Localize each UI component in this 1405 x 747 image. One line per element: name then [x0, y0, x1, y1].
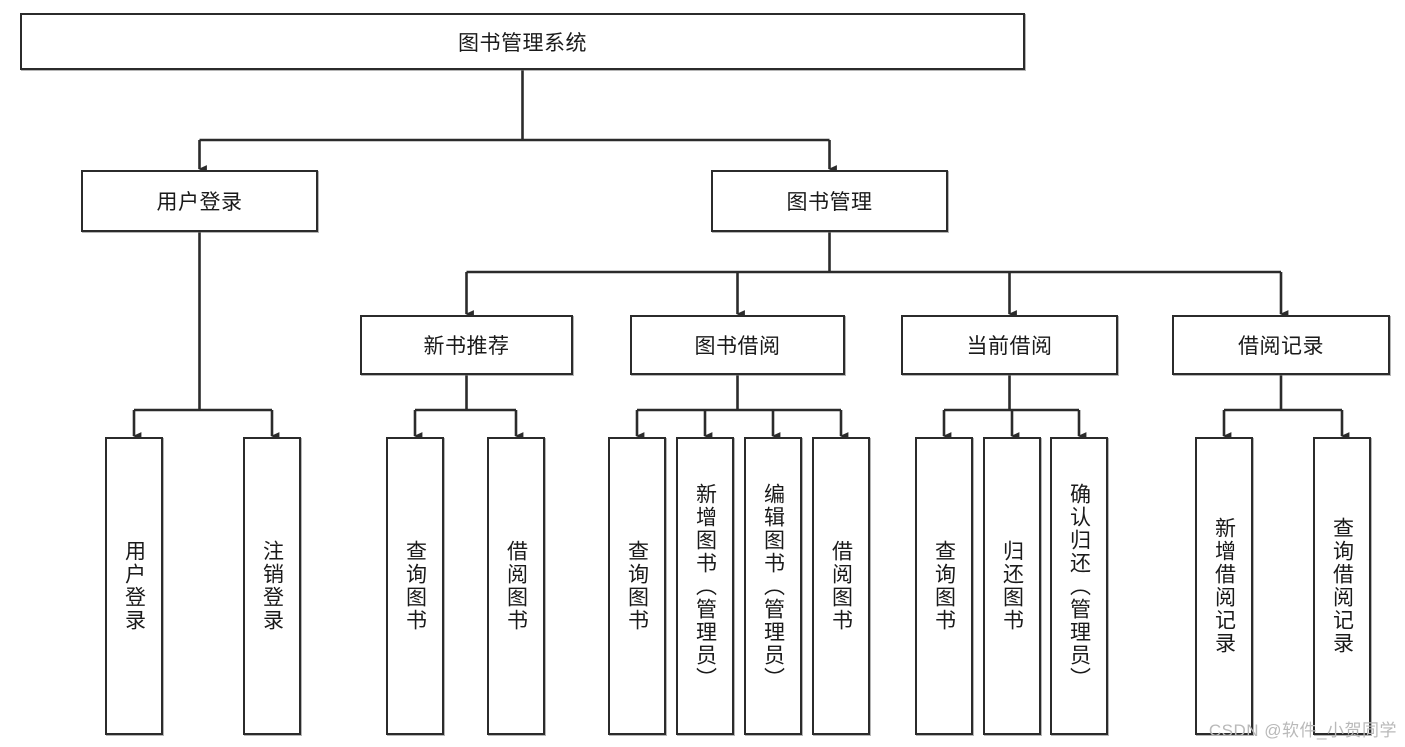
node-label: 查询图书	[625, 540, 649, 632]
node-leaf-confirm-return[interactable]: 确认归还（管理员）	[1050, 437, 1108, 735]
node-current-borrow[interactable]: 当前借阅	[901, 315, 1118, 375]
node-new-book-rec[interactable]: 新书推荐	[360, 315, 573, 375]
node-leaf-logout[interactable]: 注销登录	[243, 437, 301, 735]
node-label: 图书管理	[786, 191, 873, 214]
node-label: 归还图书	[1000, 540, 1024, 632]
node-leaf-query-book-borrow[interactable]: 查询图书	[608, 437, 666, 735]
node-leaf-add-record[interactable]: 新增借阅记录	[1195, 437, 1253, 735]
node-label: 用户登录	[122, 540, 146, 632]
node-label: 用户登录	[156, 191, 243, 214]
node-leaf-add-book[interactable]: 新增图书（管理员）	[676, 437, 734, 735]
node-label: 借阅记录	[1238, 335, 1324, 358]
node-leaf-return-book[interactable]: 归还图书	[983, 437, 1041, 735]
node-label: 图书管理系统	[458, 31, 587, 55]
node-label: 注销登录	[260, 540, 284, 632]
node-book-manage[interactable]: 图书管理	[711, 170, 948, 232]
node-leaf-user-login[interactable]: 用户登录	[105, 437, 163, 735]
node-user-login[interactable]: 用户登录	[81, 170, 318, 232]
node-label: 新书推荐	[423, 335, 510, 358]
node-label: 编辑图书（管理员）	[761, 482, 785, 690]
node-label: 确认归还（管理员）	[1067, 482, 1091, 690]
node-label: 图书借阅	[694, 335, 781, 358]
node-label: 当前借阅	[966, 335, 1053, 358]
node-book-borrow[interactable]: 图书借阅	[630, 315, 845, 375]
node-root[interactable]: 图书管理系统	[20, 13, 1025, 70]
node-leaf-query-record[interactable]: 查询借阅记录	[1313, 437, 1371, 735]
node-label: 查询图书	[932, 540, 956, 632]
node-leaf-query-book-cur[interactable]: 查询图书	[915, 437, 973, 735]
node-label: 查询图书	[403, 540, 427, 632]
node-label: 借阅图书	[504, 540, 528, 632]
node-leaf-query-book-rec[interactable]: 查询图书	[386, 437, 444, 735]
node-leaf-borrow-book-rec[interactable]: 借阅图书	[487, 437, 545, 735]
watermark-text: CSDN @软件_小贺同学	[1208, 721, 1397, 740]
node-label: 借阅图书	[829, 540, 853, 632]
node-label: 查询借阅记录	[1330, 517, 1354, 655]
node-leaf-borrow-book[interactable]: 借阅图书	[812, 437, 870, 735]
node-label: 新增借阅记录	[1212, 517, 1236, 655]
node-label: 新增图书（管理员）	[693, 482, 717, 690]
node-leaf-edit-book[interactable]: 编辑图书（管理员）	[744, 437, 802, 735]
node-borrow-record[interactable]: 借阅记录	[1172, 315, 1390, 375]
